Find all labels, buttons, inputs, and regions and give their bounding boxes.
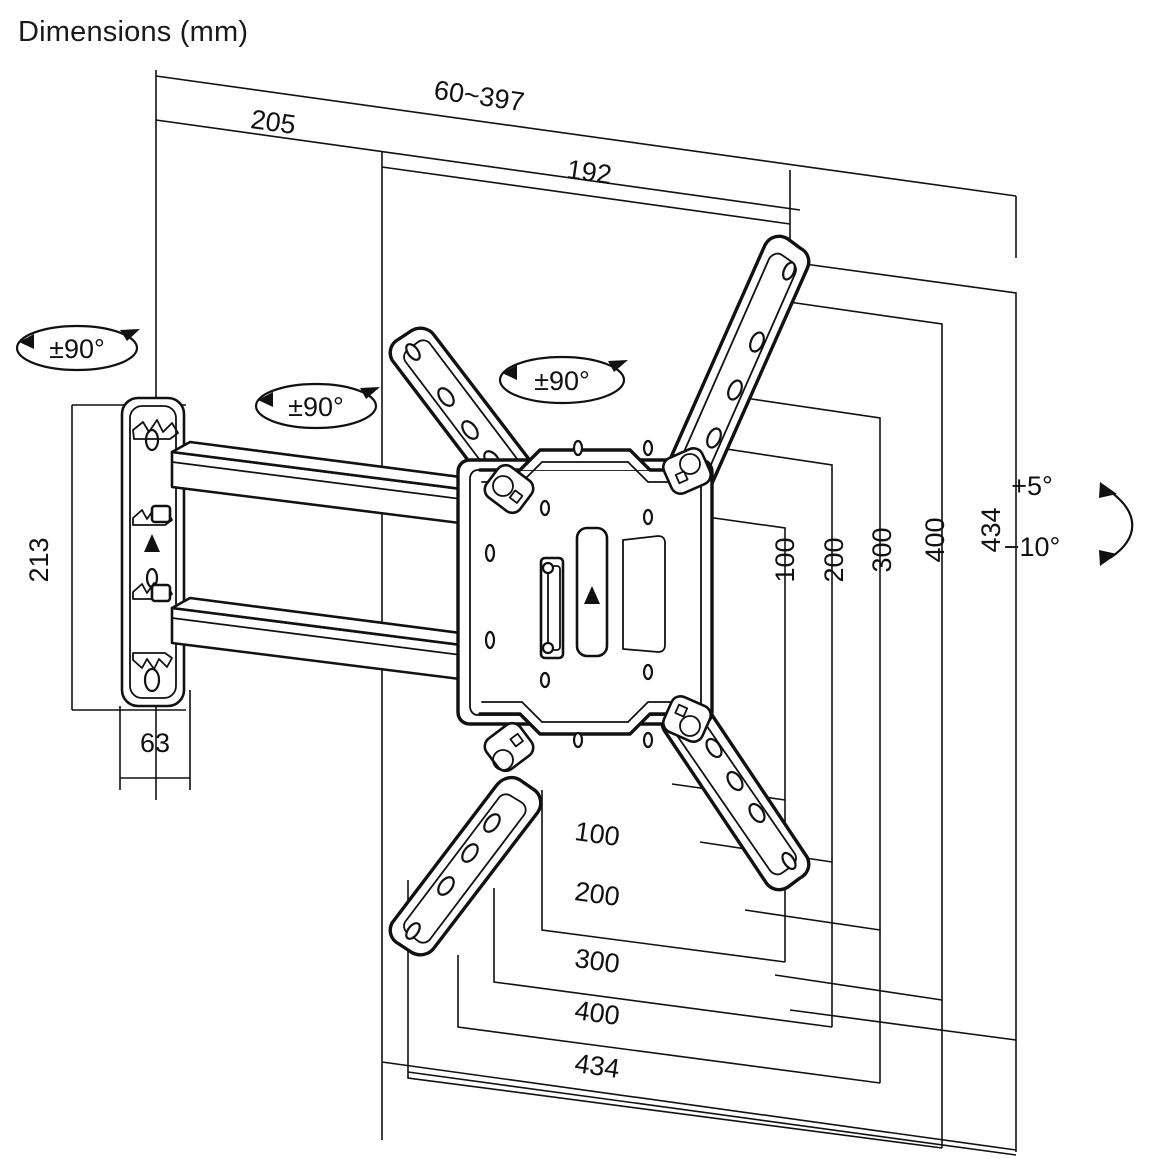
rotation-label-mid-arm: ±90° xyxy=(288,392,344,422)
dim-frame-100-h xyxy=(541,790,786,963)
tilt-label-down: −10° xyxy=(1004,532,1061,562)
dim-frame-434-v xyxy=(789,261,1017,1041)
dim-label-192: 192 xyxy=(565,154,614,190)
dim-label-h-300: 300 xyxy=(573,943,622,979)
dim-label-v-200: 200 xyxy=(819,537,849,582)
wall-plate-bolts xyxy=(150,504,172,603)
dim-label-h-400: 400 xyxy=(573,995,622,1031)
dim-label-h-434: 434 xyxy=(573,1048,622,1084)
pivot-block-lower-left xyxy=(483,721,535,773)
orientation-arrow-icon xyxy=(144,534,160,552)
rotation-symbol-mid-arm: ±90° xyxy=(254,382,380,430)
rotation-label-wall-plate: ±90° xyxy=(49,334,105,364)
bracket-pivot-blocks xyxy=(483,447,713,773)
dim-label-213: 213 xyxy=(24,537,54,582)
dim-line-192 xyxy=(381,166,791,225)
tilt-symbol: +5° −10° xyxy=(1004,471,1134,566)
dim-line-60-397 xyxy=(155,75,1017,197)
dim-line-434-h-2 xyxy=(407,1071,1017,1156)
dim-line-205 xyxy=(155,119,801,211)
pivot-block-upper-left xyxy=(483,463,535,515)
rotation-symbol-head: ±90° xyxy=(498,355,628,405)
dim-label-v-400: 400 xyxy=(920,517,950,562)
tilt-lever xyxy=(539,556,565,660)
dim-frame-400-v xyxy=(774,299,943,1001)
dim-frame-200-h xyxy=(493,888,833,1028)
dim-label-v-434: 434 xyxy=(976,507,1006,552)
tv-bracket-assembly xyxy=(388,234,811,957)
tilt-label-up: +5° xyxy=(1011,471,1053,501)
dim-label-v-300: 300 xyxy=(867,527,897,572)
dim-label-205: 205 xyxy=(249,104,298,140)
dim-label-h-100: 100 xyxy=(573,816,622,852)
dim-label-60-397: 60~397 xyxy=(432,75,526,117)
bracket-arm-lower-left xyxy=(388,775,543,957)
dim-frame-300-h xyxy=(457,955,881,1084)
page-title: Dimensions (mm) xyxy=(18,16,249,48)
dim-label-63: 63 xyxy=(140,728,170,758)
wall-plate xyxy=(120,396,186,708)
pivot-block-lower-right xyxy=(661,695,713,743)
dim-label-v-100: 100 xyxy=(770,537,800,582)
rotation-symbol-wall-plate: ±90° xyxy=(15,324,140,372)
pivot-block-upper-right xyxy=(661,447,713,495)
bracket-center-plate xyxy=(456,439,714,749)
dim-label-h-200: 200 xyxy=(573,876,622,912)
dim-frame-300-v xyxy=(744,397,881,931)
dim-line-434-h xyxy=(381,1061,1017,1151)
center-orientation-arrow-icon xyxy=(584,586,600,604)
rotation-label-head: ±90° xyxy=(534,366,590,396)
